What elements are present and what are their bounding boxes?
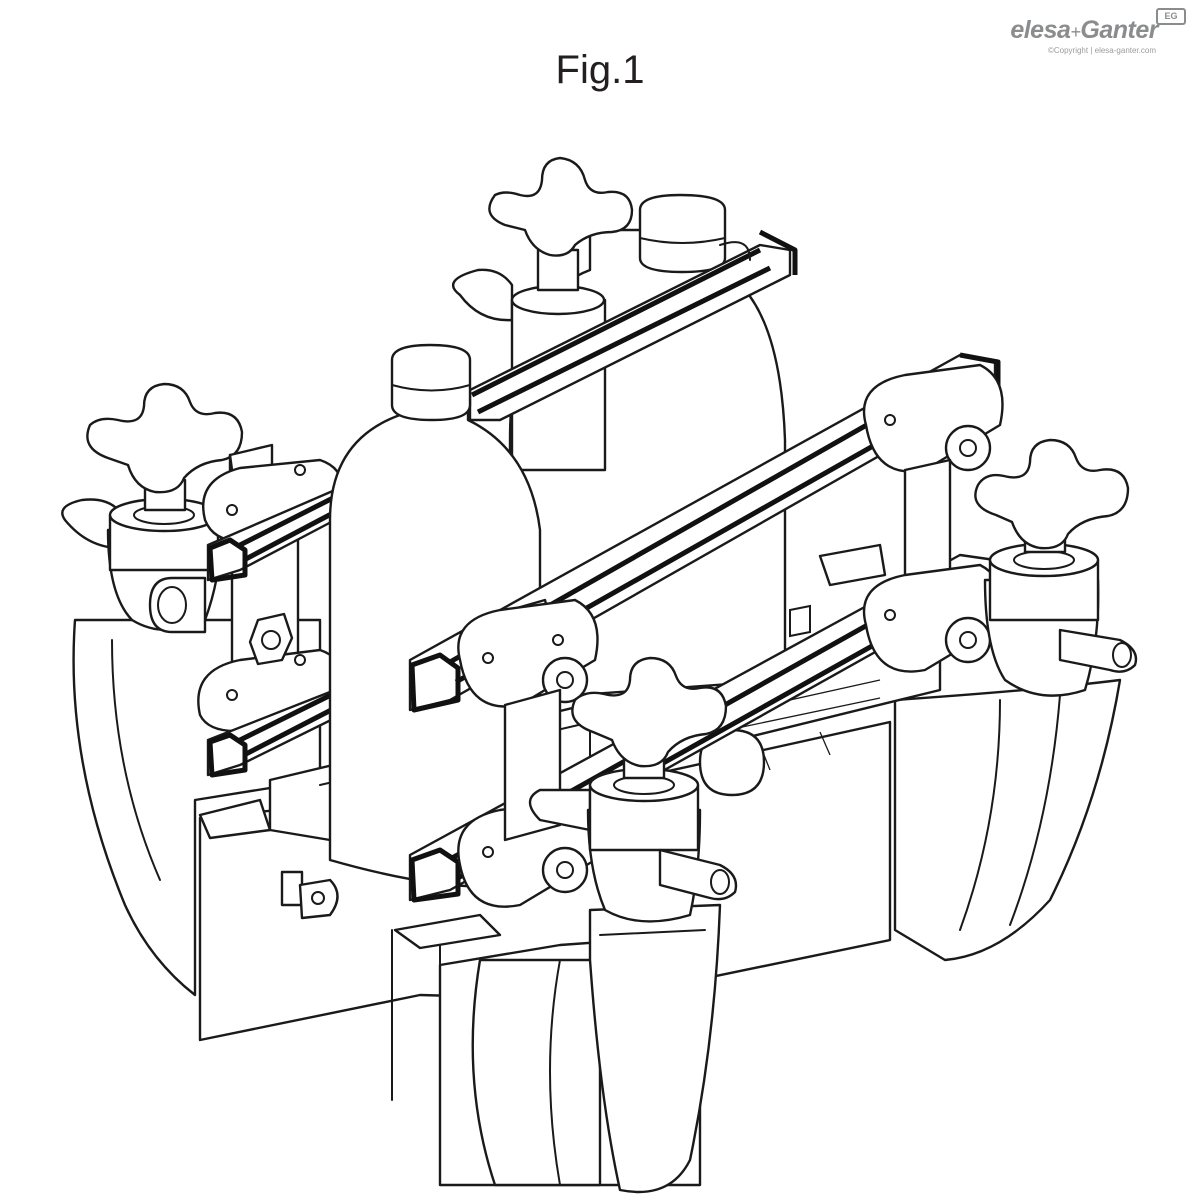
logo-text-elesa: elesa <box>1010 16 1071 44</box>
logo-wordmark: elesa+Ganter <box>1010 16 1158 45</box>
knob-assembly-right <box>974 438 1138 697</box>
left-bracket <box>197 443 344 733</box>
knob-assembly-front <box>528 656 738 923</box>
rail-left-lower <box>206 688 337 778</box>
logo-text-plus: + <box>1070 22 1081 42</box>
bottle-front <box>328 343 542 888</box>
brand-logo: elesa+Ganter EG ©Copyright | elesa-gante… <box>986 6 1186 66</box>
figure-title: Fig.1 <box>555 48 645 92</box>
rail-left-upper <box>206 488 337 583</box>
clamp-right <box>862 363 1004 673</box>
logo-copyright: ©Copyright | elesa-ganter.com <box>1047 46 1156 55</box>
clamp-center-upper <box>457 598 599 708</box>
knob-assembly-back <box>451 156 634 472</box>
logo-text-ganter: Ganter <box>1080 16 1158 44</box>
logo-badge-icon: EG <box>1156 8 1186 25</box>
clamp-center-lower <box>457 688 599 908</box>
